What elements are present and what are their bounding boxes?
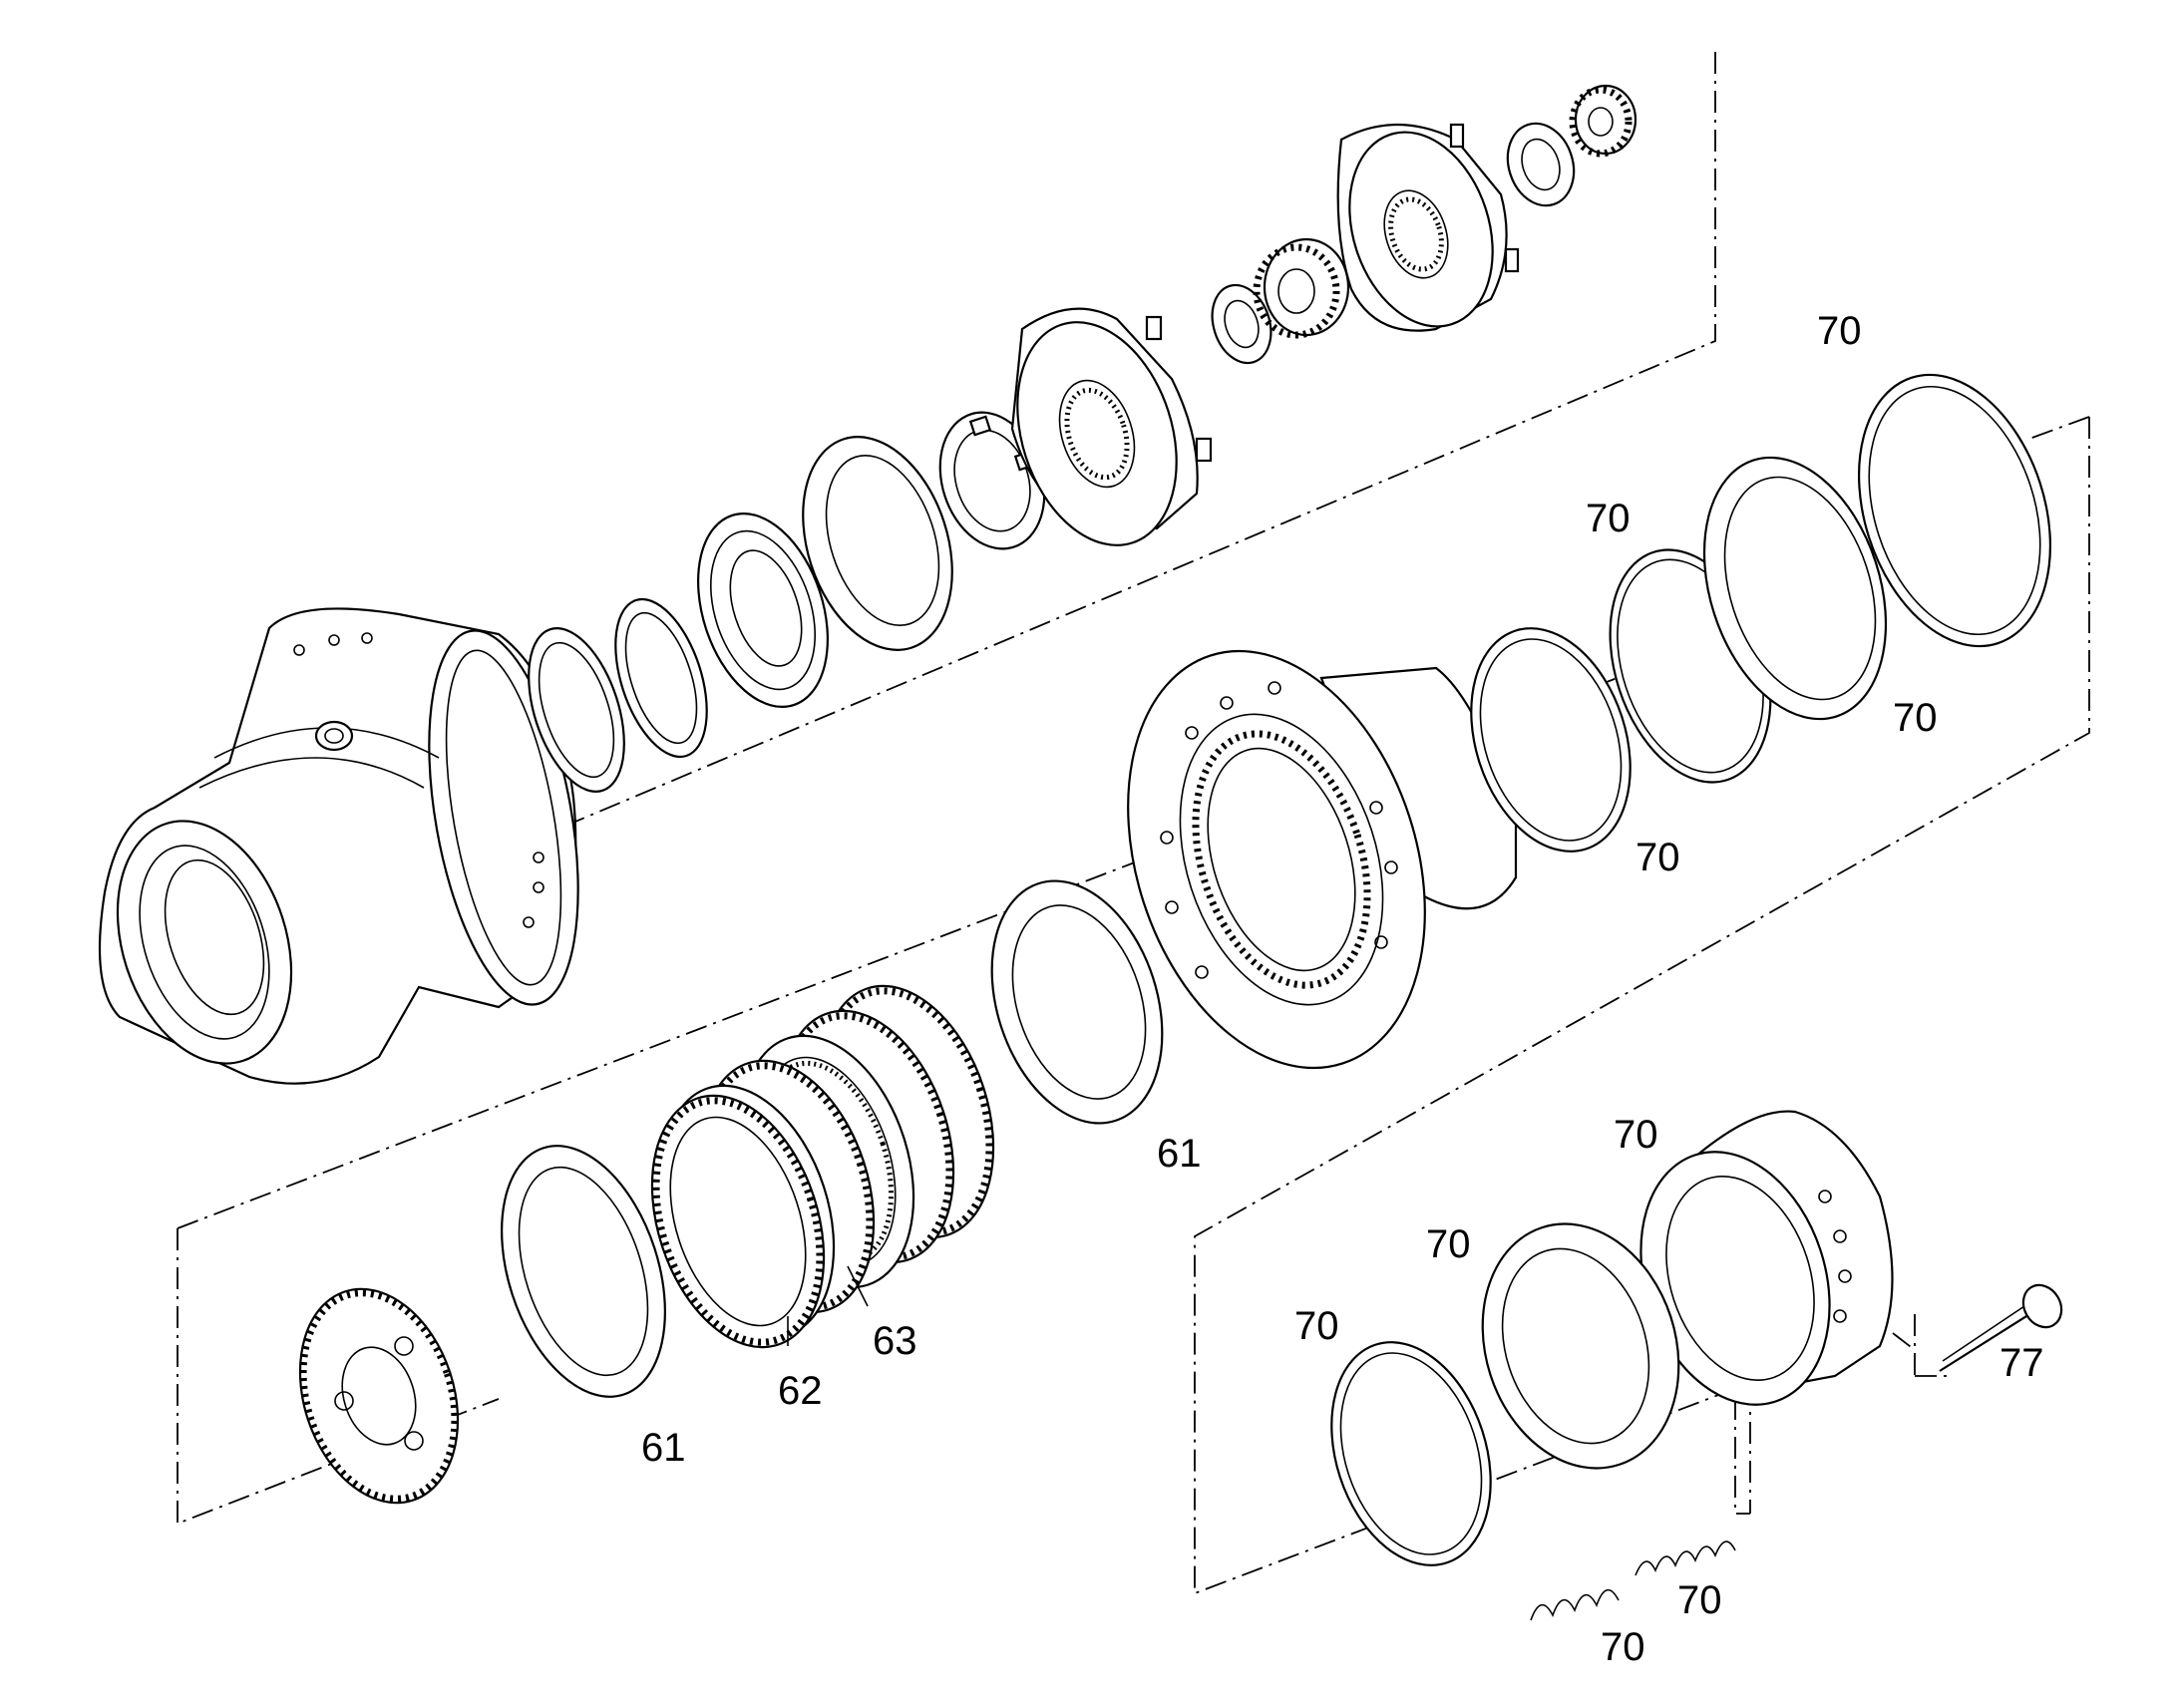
brake-housing [1330,1110,1894,1566]
callout-70-mid: 70 [1586,497,1631,540]
hub-housing [98,607,579,1085]
clutch-disc-pack [650,984,995,1349]
callout-77: 77 [1999,1341,2044,1385]
callout-70-right: 70 [1893,696,1938,740]
callout-63: 63 [873,1319,917,1363]
ring-gear-housing [1127,649,1518,1070]
callout-61-lower: 61 [641,1426,686,1470]
planet-carrier-lower [1010,307,1213,546]
callout-70-ring: 70 [1635,836,1680,879]
callout-70-piston: 70 [1426,1222,1471,1266]
thrust-ring-61-upper [990,879,1164,1125]
callout-62: 62 [778,1369,823,1413]
seal-rings-right [1470,373,2052,853]
springs [1530,1540,1736,1621]
callout-61-upper: 61 [1157,1132,1202,1176]
callout-70-spring-right: 70 [1677,1578,1722,1622]
callout-70-spring-left: 70 [1601,1625,1645,1669]
sun-gear [298,1287,460,1505]
callout-70-housing: 70 [1614,1113,1658,1157]
callout-70-oring: 70 [1294,1304,1339,1348]
upper-gear-row [1211,84,1637,365]
callout-70-top: 70 [1817,309,1862,353]
bearing-row [528,411,1046,793]
thrust-ring-61-lower [501,1145,666,1398]
bolt-77 [1939,1283,2063,1372]
